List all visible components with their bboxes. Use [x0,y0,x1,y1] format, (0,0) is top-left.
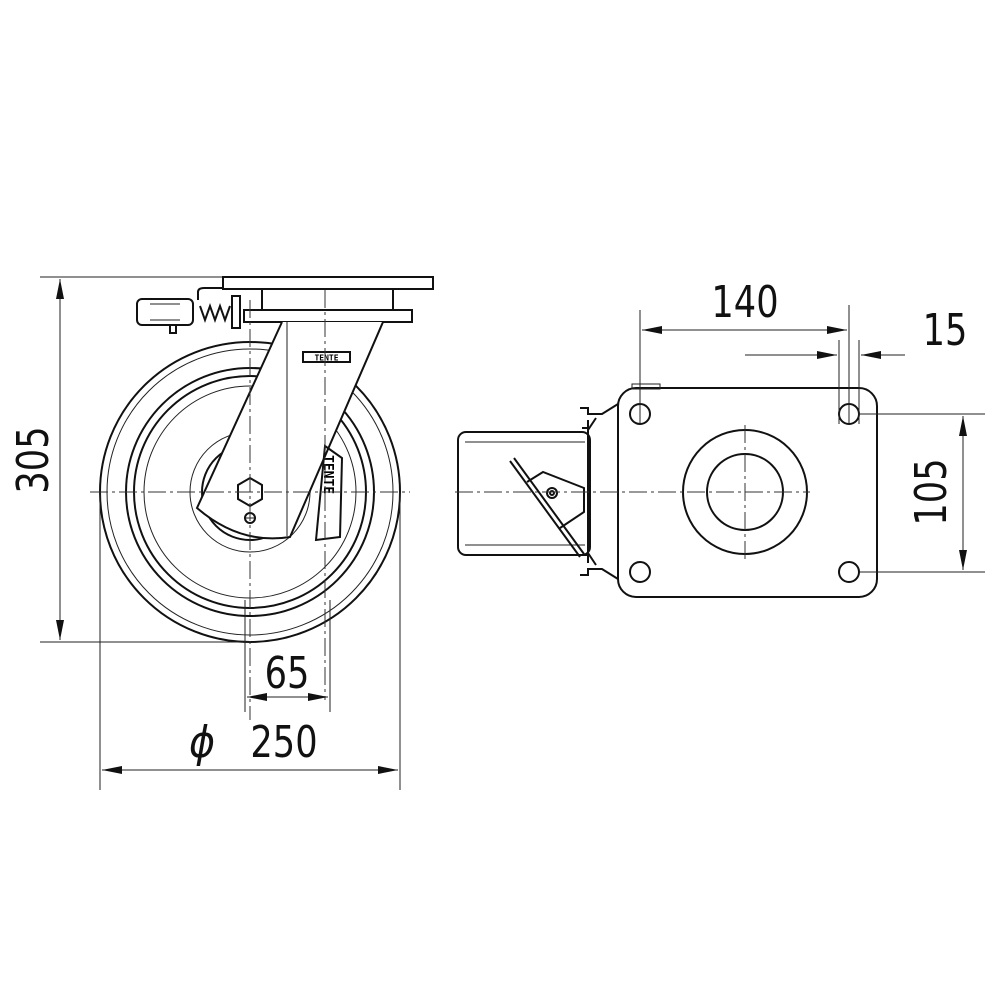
top-view [455,383,878,598]
dim-label-105: 105 [906,458,957,525]
swivel-plate [222,276,434,323]
brand-logo: TENTE [314,354,338,363]
brake-cylinder [136,287,241,334]
mounting-hole [629,561,651,583]
wheel-top [457,431,591,556]
tente-label-side [314,444,344,542]
tente-label-top [302,351,351,363]
dimension-140: 140 [639,277,850,424]
fork: TENTE TENTE [195,321,384,542]
mounting-hole [838,561,860,583]
dimension-65: 65 [244,600,331,712]
dim-label-140: 140 [711,277,778,328]
dim-label-305: 305 [8,426,59,493]
diameter-symbol: ϕ [189,716,215,768]
dimension-15: 15 [745,305,967,424]
dim-label-250: 250 [250,717,317,768]
dim-label-15: 15 [923,305,968,356]
dimension-105: 105 [860,413,985,573]
brand-logo-side: TENTE [320,455,335,494]
brake-pedal [509,457,585,558]
dimension-305: 305 [8,276,250,643]
dimension-250: ϕ 250 [99,492,401,790]
side-view: TENTE TENTE [90,276,434,720]
dim-label-65: 65 [265,648,310,699]
